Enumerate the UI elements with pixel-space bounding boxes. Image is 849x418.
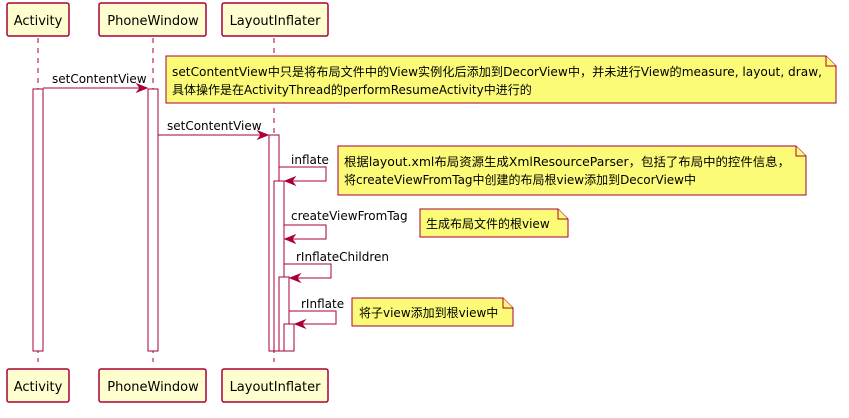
message-label: setContentView bbox=[52, 72, 147, 86]
participant-layout-inflater-label: LayoutInflater bbox=[230, 380, 322, 395]
message-set-content-view-2: setContentView bbox=[158, 119, 270, 141]
participant-activity-label: Activity bbox=[14, 380, 63, 395]
participant-layout-inflater-top: LayoutInflater bbox=[221, 2, 329, 37]
participant-layout-inflater-bottom: LayoutInflater bbox=[221, 368, 329, 403]
participant-activity-bottom: Activity bbox=[6, 368, 70, 403]
message-label: rInflate bbox=[301, 297, 344, 311]
message-label: setContentView bbox=[167, 119, 262, 133]
arrowhead bbox=[283, 233, 297, 245]
note-text-line: 具体操作是在ActivityThread的performResumeActivi… bbox=[172, 82, 532, 97]
note-r-inflate: 将子view添加到根view中 bbox=[351, 297, 514, 327]
arrowhead bbox=[293, 318, 307, 330]
note-text-line: setContentView中只是将布局文件中的View实例化后添加到Decor… bbox=[172, 64, 822, 79]
arrowhead bbox=[256, 129, 270, 141]
note-create-view-from-tag: 生成布局文件的根view bbox=[419, 208, 569, 238]
message-label: inflate bbox=[291, 153, 329, 167]
note-set-content-view: setContentView中只是将布局文件中的View实例化后添加到Decor… bbox=[165, 55, 837, 104]
participant-phone-window-label: PhoneWindow bbox=[107, 380, 199, 395]
participant-phone-window-bottom: PhoneWindow bbox=[98, 368, 207, 403]
note-text-line: 将子view添加到根view中 bbox=[359, 305, 498, 320]
participant-phone-window-top: PhoneWindow bbox=[98, 2, 207, 37]
note-inflate: 根据layout.xml布局资源生成XmlResourceParser，包括了布… bbox=[337, 145, 807, 196]
arrowhead bbox=[283, 175, 297, 187]
message-r-inflate: rInflate bbox=[289, 297, 344, 330]
participant-phone-window-label: PhoneWindow bbox=[107, 14, 199, 29]
message-inflate: inflate bbox=[279, 153, 329, 187]
activation-layout-inflater-4 bbox=[283, 323, 295, 352]
activation-phone-window bbox=[147, 88, 159, 352]
activation-activity bbox=[32, 88, 44, 352]
participant-activity-label: Activity bbox=[14, 14, 63, 29]
arrowhead bbox=[288, 272, 302, 284]
message-r-inflate-children: rInflateChildren bbox=[284, 250, 389, 284]
note-text-line: 根据layout.xml布局资源生成XmlResourceParser，包括了布… bbox=[344, 154, 790, 169]
note-text-line: 生成布局文件的根view bbox=[426, 216, 550, 231]
message-label: rInflateChildren bbox=[296, 250, 389, 264]
participant-layout-inflater-label: LayoutInflater bbox=[230, 14, 322, 29]
participant-activity-top: Activity bbox=[6, 2, 70, 37]
message-create-view-from-tag: createViewFromTag bbox=[283, 209, 408, 245]
note-text-line: 将createViewFromTag中创建的布局根view添加到DecorVie… bbox=[344, 172, 696, 187]
message-set-content-view-1: setContentView bbox=[43, 72, 149, 94]
message-label: createViewFromTag bbox=[291, 209, 408, 223]
arrowhead bbox=[135, 82, 149, 94]
